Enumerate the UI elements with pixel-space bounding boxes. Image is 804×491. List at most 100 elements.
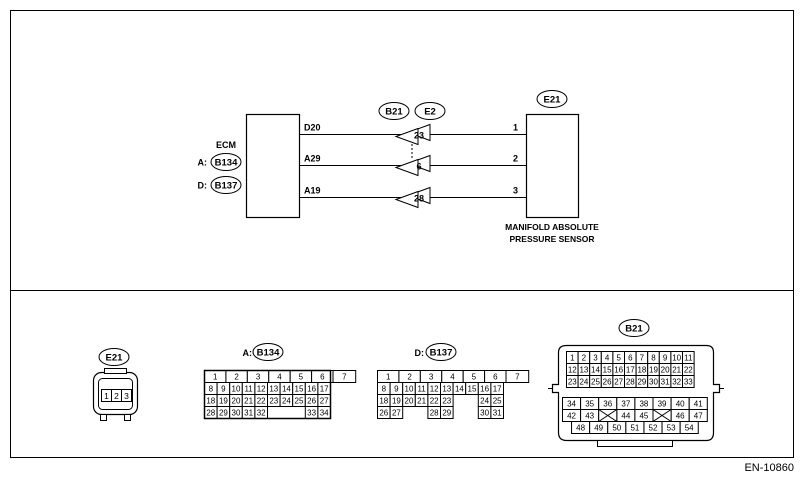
b21-pin-number: 49 — [594, 424, 603, 433]
b134-pin-number: 11 — [244, 385, 253, 394]
b134-prefix: A: — [243, 348, 253, 358]
b134-pin-number: 30 — [232, 409, 241, 418]
b137-pin-number: 17 — [493, 385, 502, 394]
b21-pin-number: 13 — [579, 366, 588, 375]
b137-pin-number: 24 — [480, 397, 489, 406]
b134-pin-number: 18 — [206, 397, 215, 406]
b137-pin-number: 19 — [392, 397, 401, 406]
b134-pin-number: 28 — [206, 409, 215, 418]
b137-pin-number: 29 — [442, 409, 451, 418]
ecm-pin-label: A29 — [304, 154, 321, 164]
b21-pin-number: 20 — [661, 366, 670, 375]
b137-prefix: D: — [415, 348, 425, 358]
b21-pin-number: 18 — [637, 366, 646, 375]
b21-pin-number: 8 — [651, 354, 656, 363]
figure-id: EN-10860 — [744, 462, 794, 474]
b134-pin-number: 19 — [219, 397, 228, 406]
b21-pin-number: 39 — [658, 400, 667, 409]
b21-pin-number: 34 — [567, 400, 576, 409]
b21-pin-number: 5 — [616, 354, 621, 363]
b21-view-label: B21 — [625, 324, 643, 335]
b21-pin-number: 2 — [582, 354, 587, 363]
b134-view-label-ellipse — [252, 343, 284, 361]
b137-pin-number: 11 — [417, 385, 426, 394]
b134-pin-number: 20 — [232, 397, 241, 406]
b137-pin-number: 31 — [493, 409, 502, 418]
sensor-connector-label-ellipse — [536, 90, 568, 108]
sensor-connector-label: E21 — [544, 95, 562, 106]
junction-connector-b21: B21 — [385, 107, 403, 118]
b21-pin-cell — [679, 421, 699, 434]
b137-pin-number: 14 — [455, 385, 464, 394]
ecm-pin-label: A19 — [304, 186, 321, 196]
b137-pin-number: 20 — [405, 397, 414, 406]
b137-pin-number: 12 — [430, 385, 439, 394]
b134-pin-number: 7 — [342, 373, 347, 382]
b137-pin-number: 15 — [468, 385, 477, 394]
b21-pin-number: 30 — [649, 378, 658, 387]
b21-pin-number: 25 — [591, 378, 600, 387]
ecm-connector-b134-ellipse — [210, 153, 242, 171]
b134-pin-number: 14 — [282, 385, 291, 394]
b134-pin-number: 33 — [307, 409, 316, 418]
b137-pin-cell — [505, 370, 530, 383]
b21-pin-number: 36 — [603, 400, 612, 409]
b21-pin-number: 22 — [684, 366, 693, 375]
b21-pin-number: 1 — [570, 354, 575, 363]
junction-arrow-outer — [406, 186, 431, 205]
b134-pin-number: 15 — [295, 385, 304, 394]
b137-pin-number: 10 — [405, 385, 414, 394]
b134-pin-number: 9 — [221, 385, 226, 394]
junction-pin-label: 23 — [414, 131, 424, 141]
b21-pin-number: 43 — [585, 412, 594, 421]
b134-pin-number: 22 — [257, 397, 266, 406]
b21-pin-number: 31 — [661, 378, 670, 387]
b134-pin-number: 25 — [295, 397, 304, 406]
junction-arrow-inner — [394, 158, 419, 177]
b21-pin-number: 14 — [591, 366, 600, 375]
b134-pin-number: 26 — [307, 397, 316, 406]
b137-pin-cell — [389, 406, 404, 419]
b21-pin-number: 33 — [684, 378, 693, 387]
sensor-caption-line1: MANIFOLD ABSOLUTE — [505, 222, 599, 232]
b137-pin-number: 21 — [417, 397, 426, 406]
b21-latch — [597, 440, 673, 447]
b21-pin-number: 17 — [626, 366, 635, 375]
b21-pin-number: 54 — [685, 424, 694, 433]
b21-pin-number: 29 — [637, 378, 646, 387]
b137-view-label-ellipse — [425, 343, 457, 361]
sensor-pin-label: 1 — [513, 123, 518, 133]
b21-pin-number: 15 — [603, 366, 612, 375]
b21-pin-number: 47 — [694, 412, 703, 421]
b137-pin-number: 26 — [379, 409, 388, 418]
b134-pin-cell — [332, 370, 357, 383]
b21-pin-number: 27 — [614, 378, 623, 387]
ecm-pin-label: D20 — [304, 123, 321, 133]
outer-frame — [10, 10, 794, 458]
b21-pin-cell — [682, 375, 695, 388]
sensor-pin-label: 2 — [513, 154, 518, 164]
junction-arrow-outer — [406, 123, 431, 142]
junction-arrow-outer — [406, 154, 431, 173]
b137-pin-number: 5 — [472, 373, 477, 382]
b21-pin-number: 42 — [567, 412, 576, 421]
b134-pin-number: 10 — [232, 385, 241, 394]
junction-connector-b21-ellipse — [378, 102, 410, 120]
junction-connector-e2: E2 — [424, 107, 436, 118]
junction-pin-label: 6 — [416, 162, 421, 172]
b134-pin-number: 23 — [269, 397, 278, 406]
b134-pin-number: 8 — [209, 385, 214, 394]
b134-pin-number: 27 — [320, 397, 329, 406]
e21-foot-left — [100, 414, 107, 421]
b137-pin-number: 6 — [493, 373, 498, 382]
b137-pin-number: 30 — [480, 409, 489, 418]
sensor-pin-label: 3 — [513, 186, 518, 196]
sensor-caption-line2: PRESSURE SENSOR — [509, 234, 594, 244]
b21-pin-number: 32 — [672, 378, 681, 387]
ecm-connector-prefix: D: — [198, 181, 208, 191]
b21-blocked-mark — [598, 409, 618, 422]
b134-pin-number: 16 — [307, 385, 316, 394]
b21-pin-number: 9 — [663, 354, 668, 363]
b21-pin-number: 40 — [676, 400, 685, 409]
